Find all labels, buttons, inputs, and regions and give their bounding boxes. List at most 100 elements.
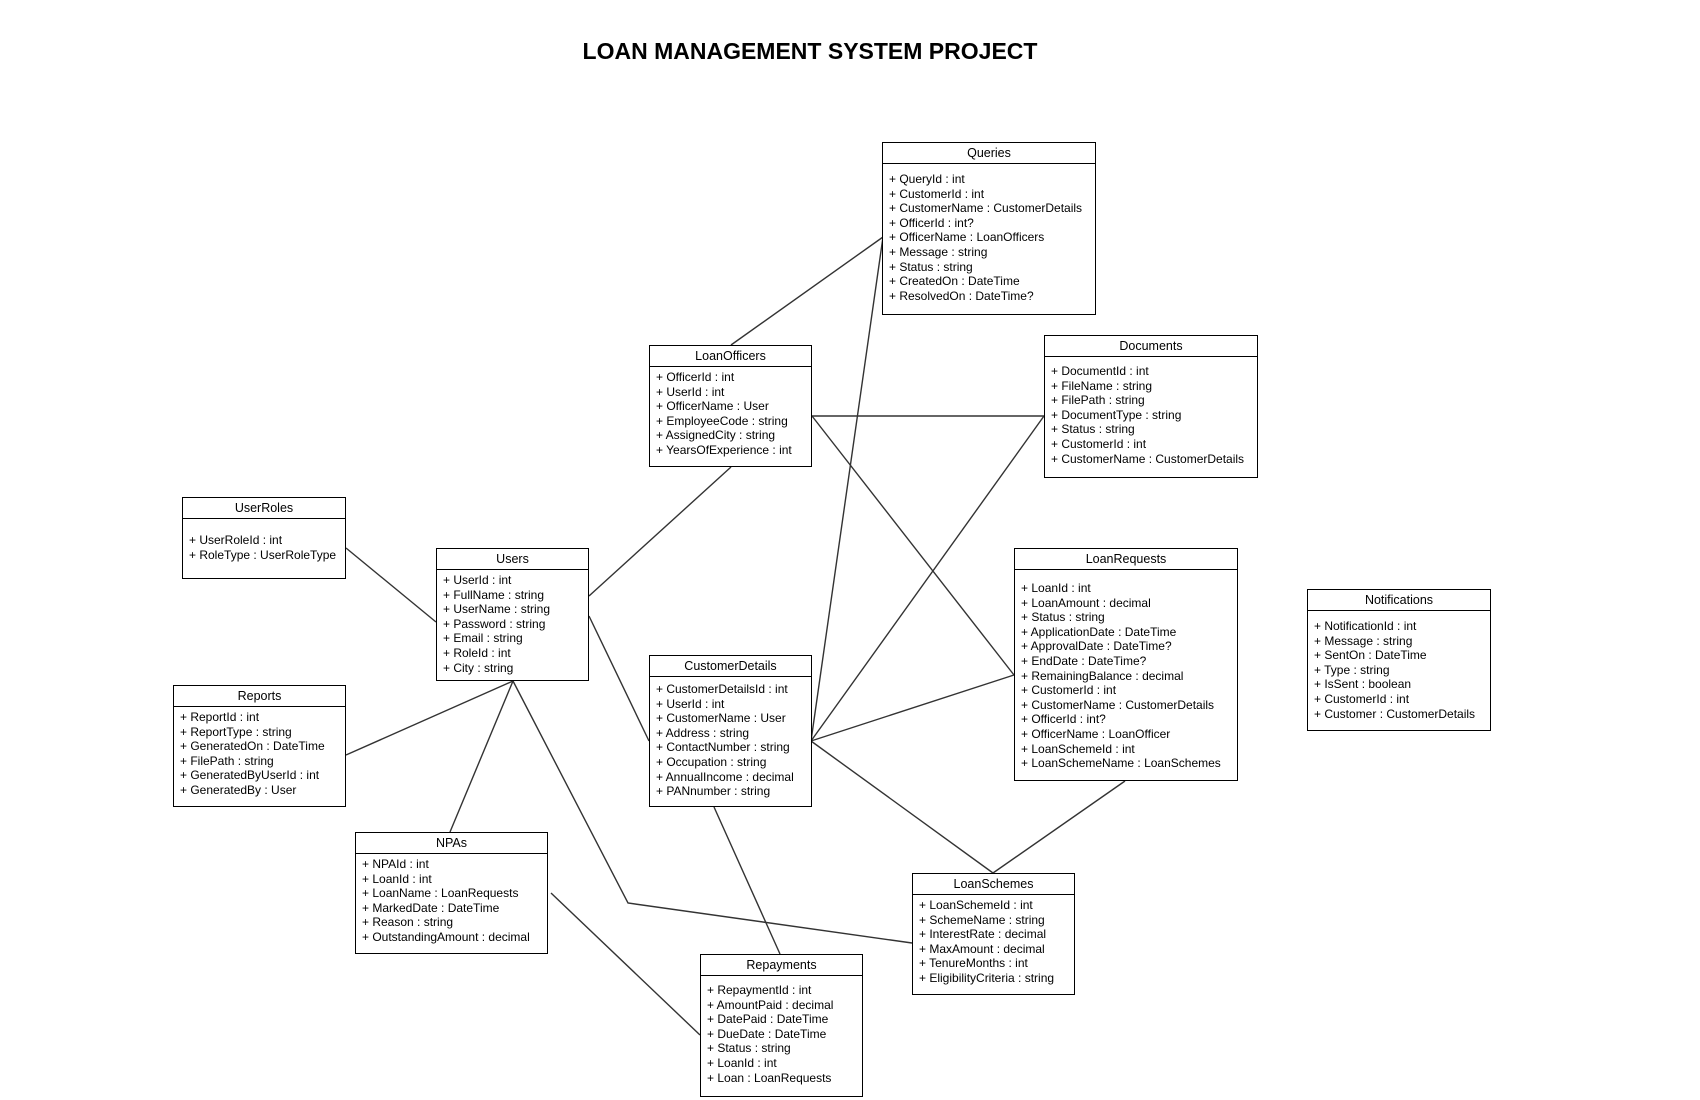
- attribute: + Message : string: [889, 244, 988, 259]
- attribute: + MarkedDate : DateTime: [362, 900, 500, 915]
- attribute: + OfficerId : int: [656, 370, 735, 384]
- link-customerdetails-queries: [810, 236, 884, 742]
- attribute: + ReportId : int: [180, 710, 260, 724]
- attribute: + EndDate : DateTime?: [1021, 653, 1147, 668]
- class-queries: Queries + QueryId : int + CustomerId : i…: [882, 142, 1096, 315]
- attribute: + LoanName : LoanRequests: [362, 886, 519, 901]
- attribute: + UserId : int: [656, 384, 725, 399]
- attribute: + OfficerName : User: [656, 399, 769, 414]
- attribute: + UserRoleId : int: [189, 533, 283, 547]
- attribute: + OfficerId : int?: [1021, 712, 1106, 727]
- attribute: + CustomerDetailsId : int: [656, 682, 788, 696]
- class-userroles: UserRoles + UserRoleId : int + RoleType …: [182, 497, 346, 579]
- attribute: + Status : string: [707, 1041, 791, 1056]
- attribute: + TenureMonths : int: [919, 956, 1028, 971]
- class-documents: Documents + DocumentId : int + FileName …: [1044, 335, 1258, 478]
- attribute: + AnnualIncome : decimal: [656, 769, 794, 784]
- attribute: + FilePath : string: [180, 753, 274, 768]
- class-name: UserRoles: [183, 498, 345, 519]
- attribute: + CustomerId : int: [1314, 691, 1410, 706]
- attribute: + RoleType : UserRoleType: [189, 547, 337, 562]
- class-notifications: Notifications + NotificationId : int + M…: [1307, 589, 1491, 731]
- attribute: + ApplicationDate : DateTime: [1021, 624, 1177, 639]
- class-npas: NPAs + NPAId : int + LoanId : int + Loan…: [355, 832, 548, 954]
- class-name: LoanOfficers: [650, 346, 811, 367]
- attribute: + UserName : string: [443, 602, 551, 617]
- link-loanofficers-queries: [730, 236, 884, 346]
- attribute: + Email : string: [443, 631, 523, 646]
- attribute: + FileName : string: [1051, 378, 1153, 393]
- attribute: + LoanAmount : decimal: [1021, 595, 1151, 610]
- attribute: + Address : string: [656, 725, 750, 740]
- class-repayments: Repayments + RepaymentId : int + AmountP…: [700, 954, 863, 1097]
- attribute: + LoanId : int: [362, 871, 432, 886]
- attribute: + CreatedOn : DateTime: [889, 274, 1020, 289]
- attribute: + RemainingBalance : decimal: [1021, 668, 1184, 683]
- link-customerdetails-repayments: [713, 806, 781, 955]
- attribute: + OfficerName : LoanOfficers: [889, 230, 1045, 245]
- attribute: + QueryId : int: [889, 172, 965, 186]
- attribute: + ApprovalDate : DateTime?: [1021, 639, 1172, 654]
- class-name: Users: [437, 549, 588, 570]
- attribute: + LoanId : int: [707, 1055, 777, 1070]
- link-loanofficers-loanrequests: [811, 415, 1015, 676]
- link-users-loanofficers: [588, 466, 732, 597]
- link-customerdetails-loanrequests: [810, 674, 1015, 742]
- attribute: + Type : string: [1314, 662, 1390, 677]
- attribute: + LoanSchemeId : int: [1021, 741, 1135, 756]
- attribute: + GeneratedBy : User: [180, 782, 297, 797]
- class-name: Documents: [1045, 336, 1257, 357]
- attribute: + InterestRate : decimal: [919, 927, 1047, 942]
- attribute: + CustomerName : CustomerDetails: [889, 201, 1083, 216]
- attribute: + ReportType : string: [180, 724, 292, 739]
- class-name: Queries: [883, 143, 1095, 164]
- attribute: + RoleId : int: [443, 645, 511, 660]
- attribute: + Status : string: [1051, 422, 1135, 437]
- attribute: + SchemeName : string: [919, 912, 1045, 927]
- attribute: + CustomerName : CustomerDetails: [1021, 697, 1215, 712]
- class-loanschemes: LoanSchemes + LoanSchemeId : int + Schem…: [912, 873, 1075, 995]
- attribute: + LoanSchemeName : LoanSchemes: [1021, 756, 1221, 771]
- attribute: + YearsOfExperience : int: [656, 442, 792, 457]
- attribute: + CustomerName : User: [656, 711, 786, 726]
- attribute: + EligibilityCriteria : string: [919, 970, 1055, 985]
- attribute: + PANnumber : string: [656, 784, 771, 799]
- attribute: + OutstandingAmount : decimal: [362, 929, 530, 944]
- class-customerdetails: CustomerDetails + CustomerDetailsId : in…: [649, 655, 812, 807]
- attribute: + DocumentType : string: [1051, 407, 1182, 422]
- attribute: + IsSent : boolean: [1314, 677, 1412, 692]
- attribute: + DatePaid : DateTime: [707, 1012, 829, 1027]
- attribute: + Status : string: [889, 259, 973, 274]
- class-name: CustomerDetails: [650, 656, 811, 677]
- class-name: NPAs: [356, 833, 547, 854]
- attribute: + CustomerId : int: [889, 186, 985, 201]
- attribute: + CustomerId : int: [1051, 436, 1147, 451]
- attribute: + LoanSchemeId : int: [919, 898, 1033, 912]
- link-users-loanschemes: [512, 680, 913, 944]
- attribute: + Password : string: [443, 616, 546, 631]
- class-loanofficers: LoanOfficers + OfficerId : int + UserId …: [649, 345, 812, 467]
- attribute: + RepaymentId : int: [707, 983, 812, 997]
- attribute: + MaxAmount : decimal: [919, 941, 1045, 956]
- attribute: + Message : string: [1314, 633, 1413, 648]
- attribute: + LoanId : int: [1021, 581, 1091, 595]
- link-customerdetails-documents: [810, 415, 1045, 742]
- attribute: + ContactNumber : string: [656, 740, 790, 755]
- attribute: + AmountPaid : decimal: [707, 997, 834, 1012]
- class-users: Users + UserId : int + FullName : string…: [436, 548, 589, 681]
- attribute: + Occupation : string: [656, 754, 767, 769]
- link-users-customerdetails: [588, 615, 650, 742]
- attribute: + UserId : int: [656, 696, 725, 711]
- attribute: + OfficerId : int?: [889, 215, 974, 230]
- attribute: + UserId : int: [443, 573, 512, 587]
- attribute: + Loan : LoanRequests: [707, 1070, 832, 1085]
- attribute: + SentOn : DateTime: [1314, 648, 1427, 663]
- attribute: + CustomerId : int: [1021, 683, 1117, 698]
- attribute: + FullName : string: [443, 587, 545, 602]
- attribute: + Reason : string: [362, 915, 454, 930]
- link-customerdetails-loanschemes: [810, 740, 994, 874]
- attribute: + NotificationId : int: [1314, 619, 1417, 633]
- attribute: + FilePath : string: [1051, 393, 1145, 408]
- attribute: + Customer : CustomerDetails: [1314, 706, 1476, 721]
- attribute: + GeneratedOn : DateTime: [180, 739, 325, 754]
